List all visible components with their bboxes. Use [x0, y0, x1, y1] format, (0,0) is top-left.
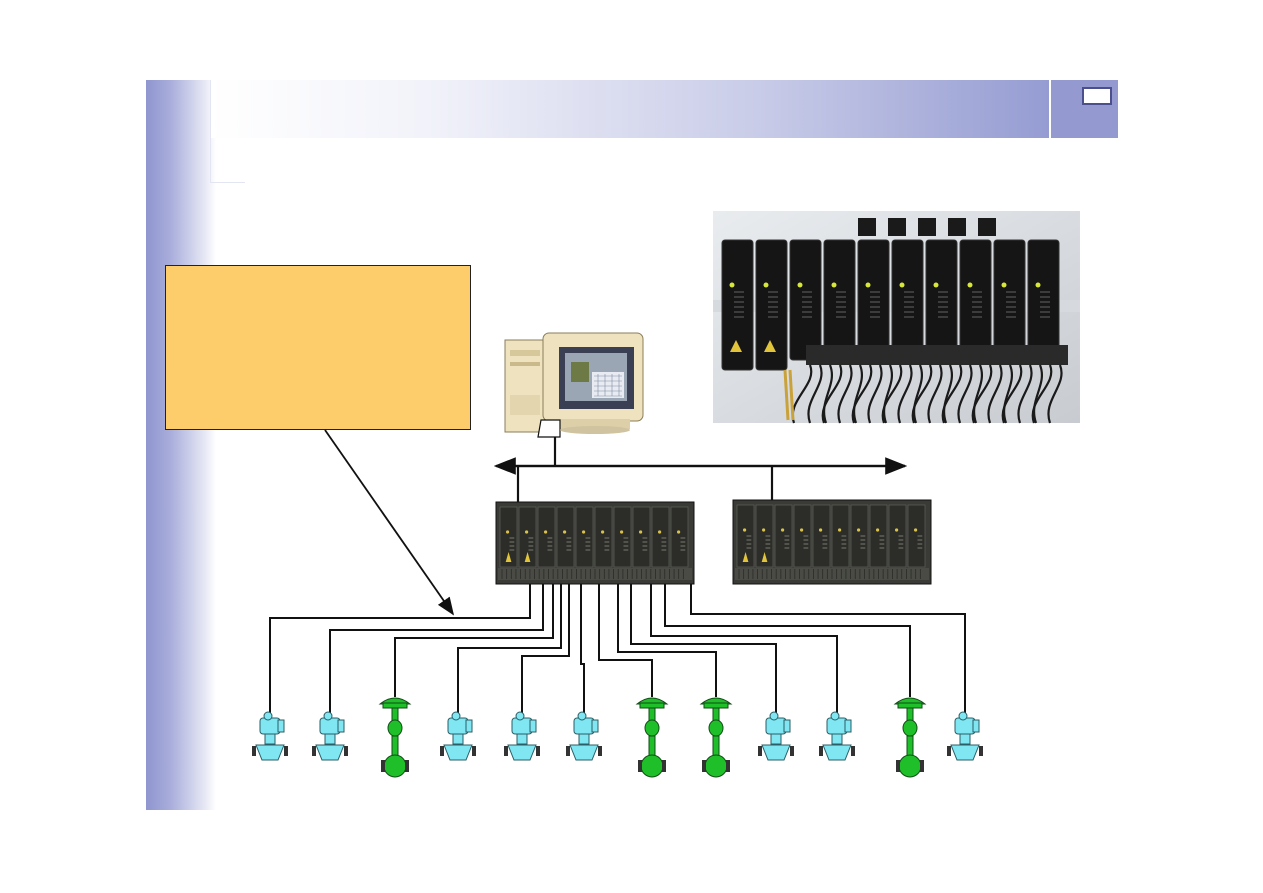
rack-module [613, 506, 632, 568]
field-wire [329, 584, 544, 714]
rack-module [831, 504, 850, 568]
slide-nav-button[interactable] [1082, 87, 1112, 105]
note-callout-box [165, 265, 471, 430]
computer-workstation-icon [504, 332, 644, 438]
title-bar-divider [1049, 80, 1051, 138]
rack-module [774, 504, 793, 568]
rack-module [518, 506, 537, 568]
field-wire [650, 584, 838, 718]
rack-module [869, 504, 888, 568]
transmitter-icon [819, 711, 855, 761]
rack-module [736, 504, 755, 568]
transmitter-icon [504, 711, 540, 761]
left-decor-band [146, 80, 216, 810]
title-frame-line [210, 182, 245, 183]
title-frame-line [210, 80, 211, 183]
field-wire [394, 584, 554, 697]
control-valve-icon [699, 697, 733, 778]
field-wire [690, 584, 966, 714]
rack-module [755, 504, 774, 568]
callout-arrow [324, 429, 455, 616]
photo-module [823, 239, 856, 361]
photo-module [755, 239, 788, 371]
rack-module [537, 506, 556, 568]
controller-rack-icon [495, 501, 695, 585]
control-valve-icon [893, 697, 927, 778]
rack-module [632, 506, 651, 568]
title-bar [210, 80, 1050, 138]
transmitter-icon [947, 711, 983, 761]
transmitter-icon [312, 711, 348, 761]
field-wire [580, 584, 585, 718]
photo-module [891, 239, 924, 361]
rack-module [594, 506, 613, 568]
control-valve-icon [378, 697, 412, 778]
rack-module [556, 506, 575, 568]
photo-module [993, 239, 1026, 361]
field-wire [457, 584, 562, 714]
photo-module [789, 239, 822, 361]
rack-module [651, 506, 670, 568]
rack-module [499, 506, 518, 568]
field-wire [269, 584, 531, 714]
field-wire [617, 584, 717, 697]
field-wire [598, 584, 653, 697]
transmitter-icon [566, 711, 602, 761]
rack-module [907, 504, 926, 568]
photo-module [721, 239, 754, 371]
rack-module [888, 504, 907, 568]
controller-rack-icon [732, 499, 932, 585]
rack-module [793, 504, 812, 568]
transmitter-icon [440, 711, 476, 761]
rack-module [850, 504, 869, 568]
rack-module [670, 506, 689, 568]
rack-module [812, 504, 831, 568]
field-wire [664, 584, 911, 697]
field-wire [521, 584, 570, 718]
photo-module [959, 239, 992, 361]
photo-module [925, 239, 958, 361]
transmitter-icon [758, 711, 794, 761]
control-valve-icon [635, 697, 669, 778]
photo-module [1027, 239, 1060, 361]
transmitter-icon [252, 711, 288, 761]
rack-module [575, 506, 594, 568]
controller-hardware-photo [713, 211, 1080, 424]
photo-module [857, 239, 890, 361]
field-wire [630, 584, 777, 718]
